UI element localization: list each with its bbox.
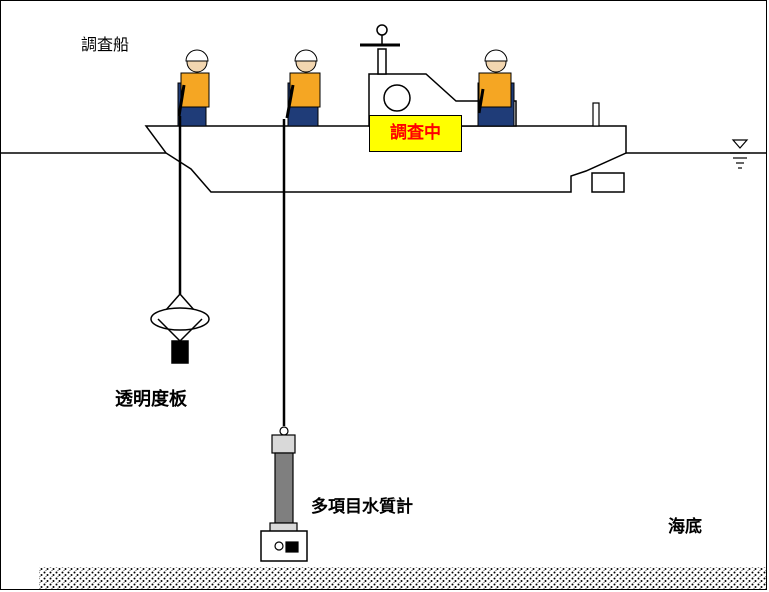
water-quality-meter-label: 多項目水質計 bbox=[311, 497, 413, 517]
transparency-disk-label: 透明度板 bbox=[115, 389, 187, 410]
radar-antenna-icon bbox=[360, 24, 400, 75]
hull-stern-box bbox=[591, 172, 625, 193]
transparency-disk bbox=[150, 293, 210, 364]
worker-figure-icon bbox=[477, 49, 515, 127]
seabed-gravel bbox=[39, 567, 766, 589]
ship-hull bbox=[144, 125, 627, 193]
ship-label: 調査船 bbox=[81, 35, 130, 54]
worker-figure-icon bbox=[177, 49, 210, 127]
water-level-marker-icon bbox=[730, 139, 750, 169]
survey-status-badge: 調査中 bbox=[369, 115, 462, 152]
worker-figure-icon bbox=[285, 49, 321, 127]
seabed-label: 海底 bbox=[668, 517, 702, 537]
cabin-porthole bbox=[383, 84, 411, 112]
water-quality-meter bbox=[260, 426, 308, 562]
stern-post bbox=[592, 102, 600, 127]
